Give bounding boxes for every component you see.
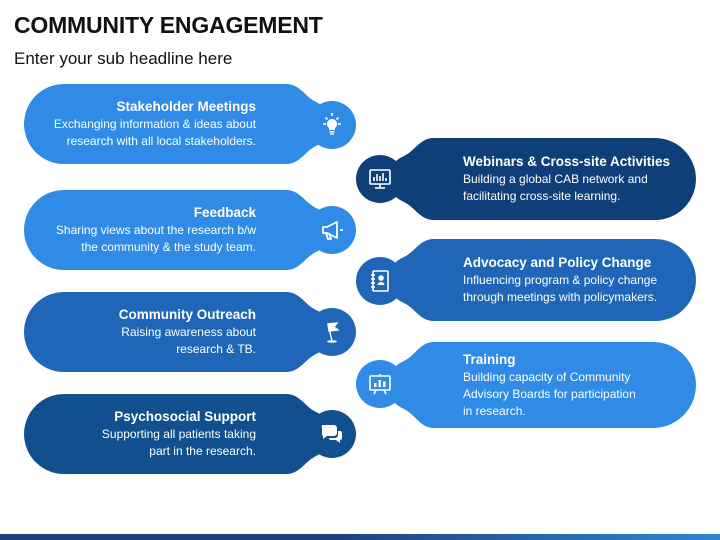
card-shape	[388, 342, 696, 428]
card-shape	[388, 239, 696, 321]
card-desc: research & TB.	[176, 342, 256, 356]
card-desc: Raising awareness about	[121, 325, 256, 339]
card-desc: Exchanging information & ideas about	[53, 117, 256, 131]
card-desc: facilitating cross-site learning.	[463, 189, 621, 203]
card-desc: Supporting all patients taking	[101, 427, 256, 441]
card-title: Stakeholder Meetings	[116, 99, 256, 114]
advocacy-card: Advocacy and Policy Change Influencing p…	[382, 239, 696, 321]
bottom-accent-bar	[0, 534, 720, 540]
page-title: COMMUNITY ENGAGEMENT	[14, 12, 323, 38]
card-title: Community Outreach	[118, 307, 256, 322]
card-title: Webinars & Cross-site Activities	[463, 154, 671, 169]
card-title: Advocacy and Policy Change	[463, 255, 652, 270]
card-desc: the community & the study team.	[81, 240, 256, 254]
card-shape	[24, 190, 330, 270]
card-title: Feedback	[193, 205, 256, 220]
card-desc: through meetings with policymakers.	[463, 290, 658, 304]
card-desc: Advisory Boards for participation	[463, 386, 636, 401]
card-desc: Influencing program & policy change	[463, 273, 658, 287]
training-card: Training Building capacity of Community …	[382, 342, 696, 428]
flag-icon	[308, 308, 356, 356]
card-shape	[24, 292, 330, 372]
card-desc: Sharing views about the research b/w	[55, 223, 256, 237]
card-desc: part in the research.	[149, 444, 256, 458]
card-desc: research with all local stakeholders.	[66, 134, 256, 148]
card-desc: in research.	[463, 403, 526, 418]
card-title: Psychosocial Support	[114, 409, 256, 424]
feedback-card: Feedback Sharing views about the researc…	[24, 190, 336, 270]
community-outreach-card: Community Outreach Raising awareness abo…	[24, 292, 336, 372]
lightbulb-icon	[308, 101, 356, 149]
presentation-board-icon	[356, 360, 404, 408]
webinars-card: Webinars & Cross-site Activities Buildin…	[382, 138, 696, 220]
card-desc: Building capacity of Community	[463, 369, 631, 384]
card-shape	[24, 84, 330, 164]
monitor-icon	[356, 155, 404, 203]
notebook-icon	[356, 257, 404, 305]
page-subtitle: Enter your sub headline here	[14, 49, 233, 68]
card-title: Training	[463, 351, 516, 367]
chat-bubbles-icon	[308, 410, 356, 458]
psychosocial-support-card: Psychosocial Support Supporting all pati…	[24, 394, 336, 474]
stakeholder-meetings-card: Stakeholder Meetings Exchanging informat…	[24, 84, 336, 164]
megaphone-icon	[308, 206, 356, 254]
card-shape	[24, 394, 330, 474]
card-desc: Building a global CAB network and	[463, 172, 648, 186]
card-shape	[388, 138, 696, 220]
